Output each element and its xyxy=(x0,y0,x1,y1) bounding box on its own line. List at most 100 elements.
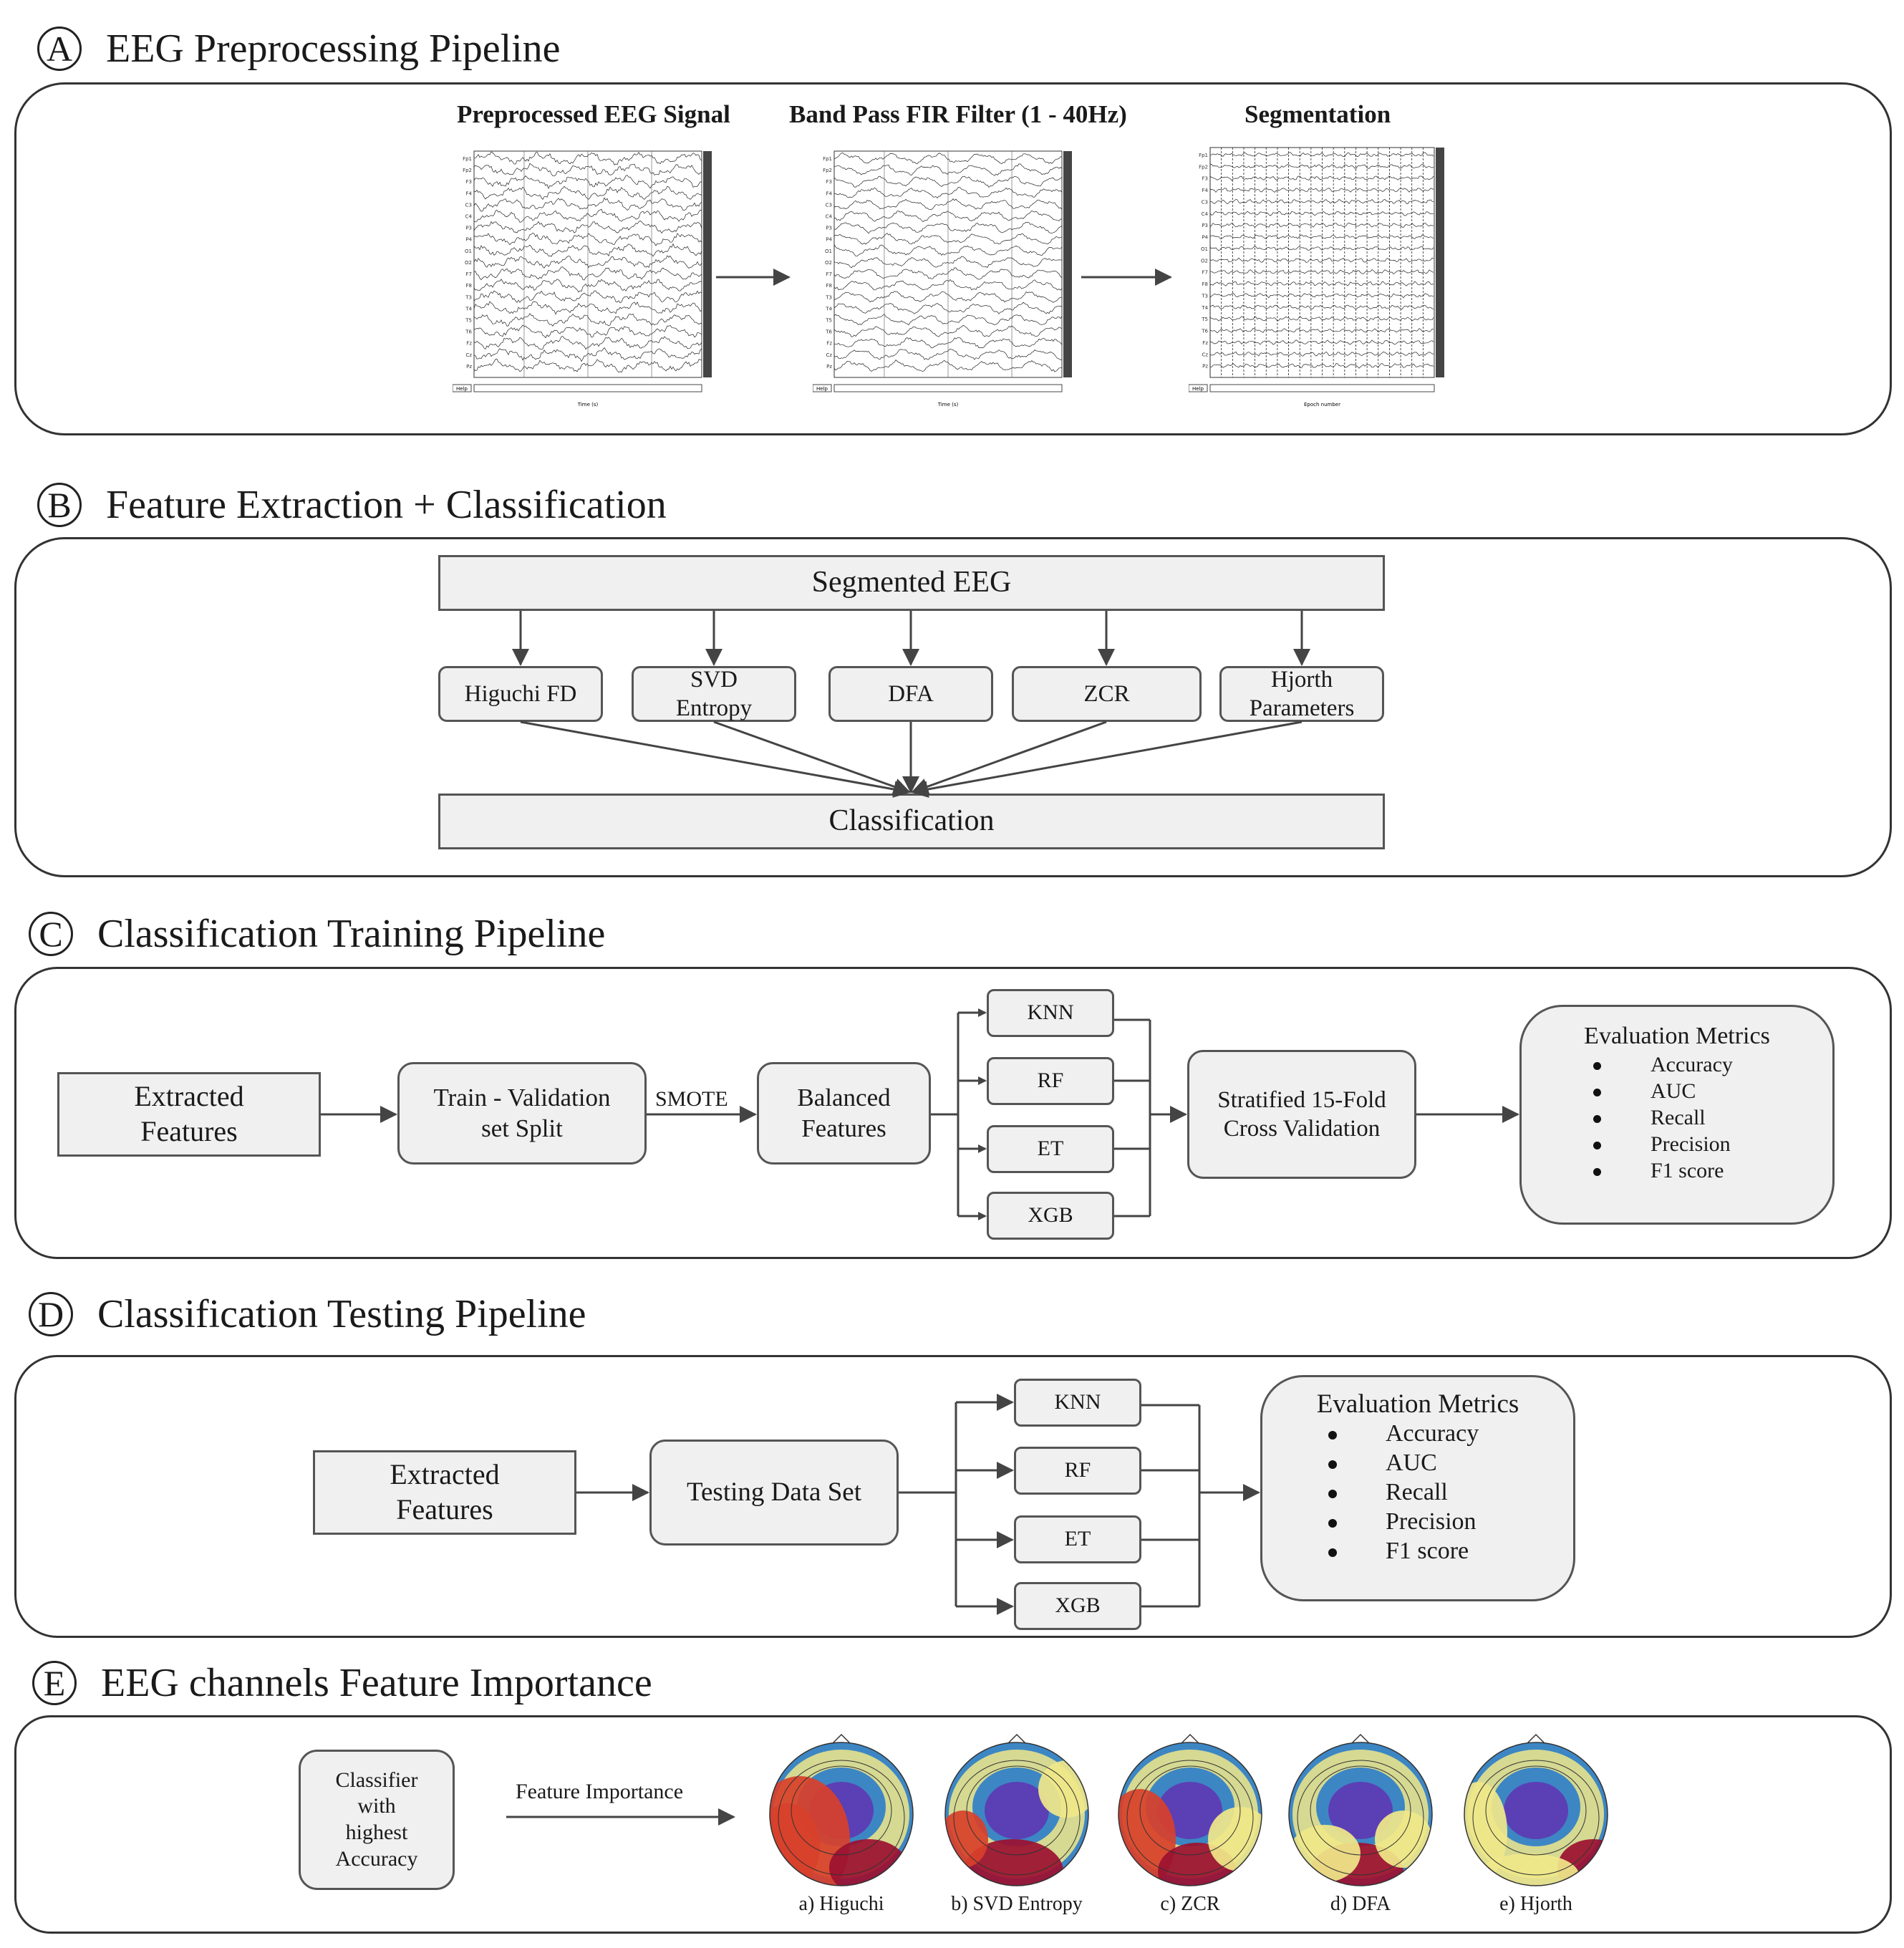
section-d-panel xyxy=(14,1355,1892,1638)
train-metrics-list: Accuracy AUC Recall Precision F1 score xyxy=(1593,1053,1733,1185)
metric-item: AUC xyxy=(1593,1079,1733,1106)
channel-label: O2 xyxy=(825,260,832,266)
channel-label: P3 xyxy=(826,226,832,231)
metric-item: Precision xyxy=(1328,1508,1479,1538)
topomap-caption-dfa: d) DFA xyxy=(1330,1893,1391,1915)
train-split-box: Train - Validation set Split xyxy=(397,1062,647,1165)
train-model-knn: KNN xyxy=(987,989,1114,1037)
metric-item: F1 score xyxy=(1328,1538,1479,1567)
channel-label: Pz xyxy=(826,364,832,370)
x-axis-label: Time (s) xyxy=(577,402,599,408)
plot-title-segmentation: Segmentation xyxy=(1245,100,1391,128)
metric-label: Precision xyxy=(1386,1508,1477,1535)
channel-label: Cz xyxy=(1202,352,1208,357)
channel-label: O1 xyxy=(465,249,472,254)
metric-item: Precision xyxy=(1593,1132,1733,1159)
section-d-title: D Classification Testing Pipeline xyxy=(29,1291,586,1337)
train-model-xgb: XGB xyxy=(987,1192,1114,1240)
channel-label: C4 xyxy=(1202,211,1209,217)
test-metrics-list: Accuracy AUC Recall Precision F1 score xyxy=(1328,1420,1479,1567)
x-axis-label: Epoch number xyxy=(1304,402,1340,408)
section-b-letter: B xyxy=(37,483,82,527)
channel-label: O2 xyxy=(1201,258,1208,264)
section-c-panel xyxy=(14,967,1892,1259)
test-metrics-title: Evaluation Metrics xyxy=(1316,1389,1519,1419)
train-model-et: ET xyxy=(987,1125,1114,1173)
best-classifier-box: Classifier with highest Accuracy xyxy=(299,1750,455,1890)
test-model-xgb: XGB xyxy=(1014,1582,1141,1630)
topomap-4 xyxy=(1288,1733,1433,1886)
channel-label: F4 xyxy=(1202,188,1209,193)
test-model-rf: RF xyxy=(1014,1447,1141,1495)
metric-label: Recall xyxy=(1386,1479,1448,1505)
section-a-letter: A xyxy=(37,26,82,71)
channel-label: T4 xyxy=(465,306,472,312)
section-b-title: B Feature Extraction + Classification xyxy=(37,482,667,528)
eeg-plot-svg: Fp1Fp2F3F4C3C4P3P4O1O2F7F8T3T4T5T6FzCzPz… xyxy=(1188,147,1444,408)
topomap-3 xyxy=(1118,1733,1262,1886)
channel-label: Fz xyxy=(1202,340,1208,346)
plot-title-bandpass: Band Pass FIR Filter (1 - 40Hz) xyxy=(789,100,1127,128)
section-b-heading: Feature Extraction + Classification xyxy=(106,483,667,527)
channel-label: F8 xyxy=(466,283,472,289)
channel-label: F7 xyxy=(1202,270,1208,276)
section-e-heading: EEG channels Feature Importance xyxy=(101,1661,652,1705)
eeg-plot-svg: Fp1Fp2F3F4C3C4P3P4O1O2F7F8T3T4T5T6FzCzPz… xyxy=(812,150,1072,408)
classification-box: Classification xyxy=(438,794,1385,849)
smote-label: SMOTE xyxy=(655,1087,728,1111)
channel-label: O2 xyxy=(465,260,472,266)
feature-importance-label: Feature Importance xyxy=(516,1780,684,1803)
channel-label: T5 xyxy=(1201,317,1208,322)
channel-label: P3 xyxy=(465,226,472,231)
channel-label: T4 xyxy=(1201,305,1208,311)
train-extracted-features: Extracted Features xyxy=(57,1072,321,1157)
section-a-heading: EEG Preprocessing Pipeline xyxy=(106,26,561,71)
feature-zcr: ZCR xyxy=(1012,666,1202,722)
section-e-panel xyxy=(14,1715,1892,1934)
section-d-letter: D xyxy=(29,1292,73,1336)
channel-label: T6 xyxy=(1201,329,1208,334)
channel-label: Cz xyxy=(826,352,832,358)
metric-item: Accuracy xyxy=(1593,1053,1733,1079)
channel-label: P3 xyxy=(1202,223,1208,228)
metric-label: AUC xyxy=(1651,1079,1696,1103)
metric-item: Recall xyxy=(1593,1106,1733,1132)
channel-label: T6 xyxy=(465,329,472,335)
channel-label: F7 xyxy=(826,271,832,277)
channel-label: O1 xyxy=(1201,246,1208,252)
metric-label: Precision xyxy=(1651,1132,1731,1156)
channel-label: C3 xyxy=(826,202,832,208)
section-b-panel xyxy=(14,537,1892,877)
section-c-letter: C xyxy=(29,912,73,956)
topomap-caption-hjorth: e) Hjorth xyxy=(1499,1893,1572,1915)
channel-label: F3 xyxy=(826,179,832,185)
channel-label: C4 xyxy=(826,214,833,220)
channel-label: P4 xyxy=(826,237,832,243)
test-model-et: ET xyxy=(1014,1515,1141,1563)
channel-label: Fp1 xyxy=(463,156,472,162)
help-button: Help xyxy=(456,386,468,392)
section-a-panel xyxy=(14,82,1892,435)
channel-label: P4 xyxy=(1202,235,1208,241)
feature-higuchi: Higuchi FD xyxy=(438,666,603,722)
topomap-1 xyxy=(769,1733,914,1886)
channel-label: Fp2 xyxy=(823,168,832,173)
test-metrics-box: Evaluation Metrics Accuracy AUC Recall P… xyxy=(1260,1375,1575,1601)
channel-label: Fz xyxy=(466,341,472,347)
metric-item: Accuracy xyxy=(1328,1420,1479,1450)
channel-label: T3 xyxy=(825,294,832,300)
testing-dataset-box: Testing Data Set xyxy=(649,1440,899,1546)
topomap-5 xyxy=(1464,1733,1608,1886)
channel-label: Fp1 xyxy=(1199,153,1208,158)
channel-label: O1 xyxy=(825,249,832,254)
channel-label: Pz xyxy=(466,364,472,370)
x-axis-label: Time (s) xyxy=(937,402,959,408)
channel-label: F8 xyxy=(826,283,832,289)
channel-label: T3 xyxy=(465,294,472,300)
metric-item: AUC xyxy=(1328,1450,1479,1479)
section-d-heading: Classification Testing Pipeline xyxy=(97,1292,586,1336)
